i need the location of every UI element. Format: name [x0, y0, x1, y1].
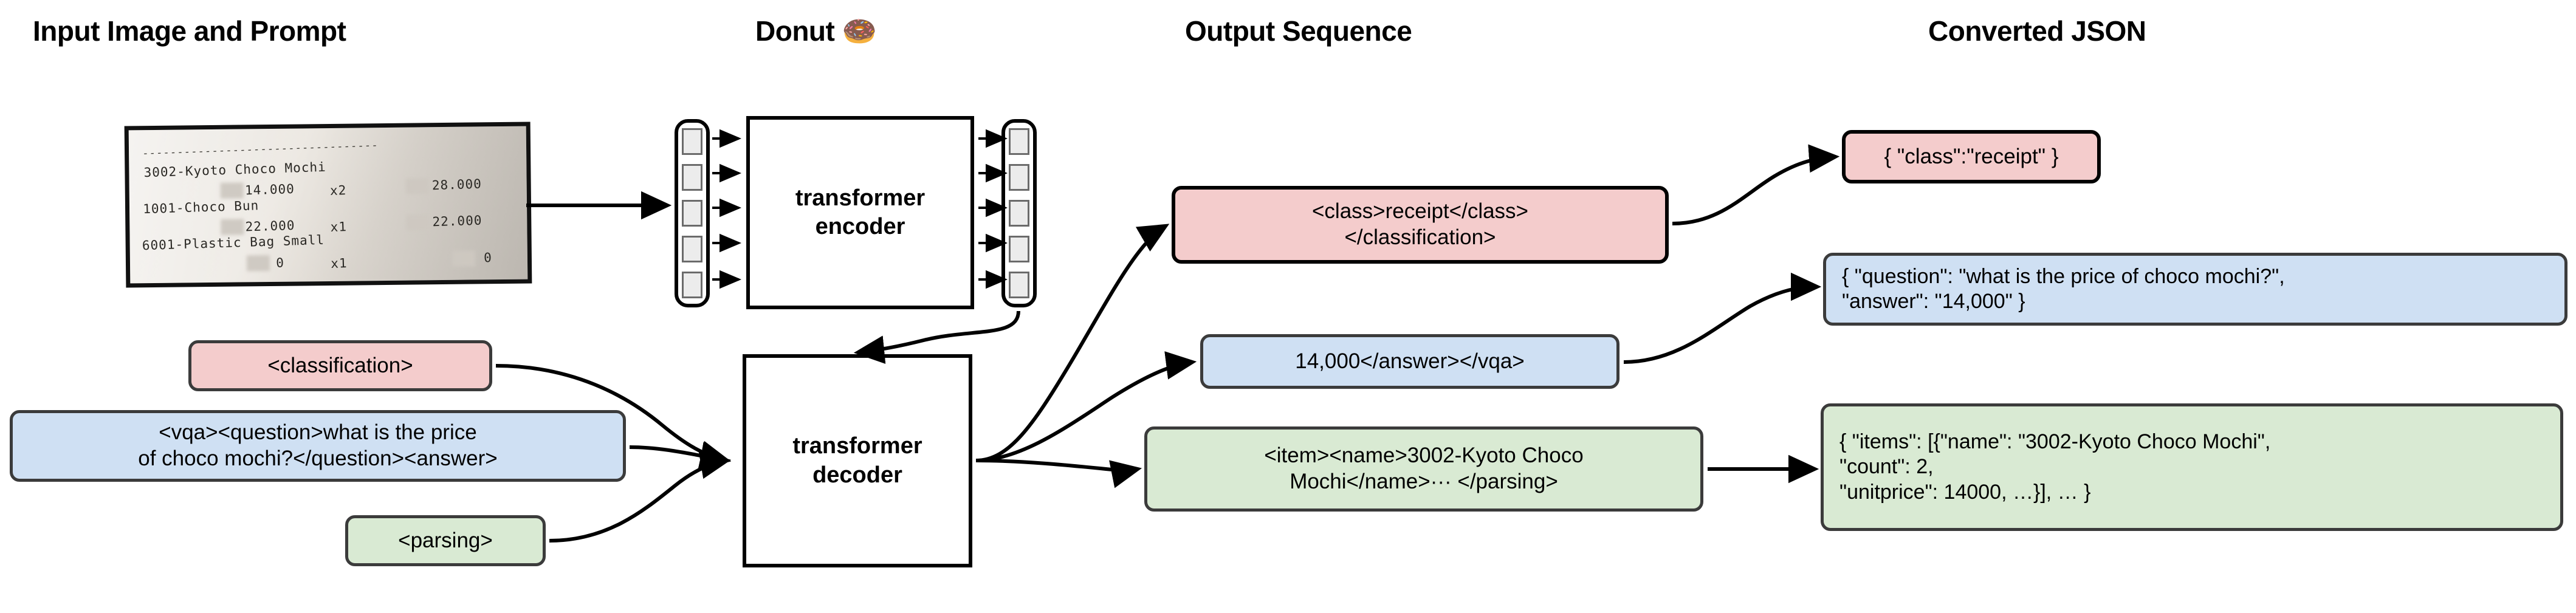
json-parsing-box[interactable]: { "items": [{"name": "3002-Kyoto Choco M… [1821, 403, 2563, 531]
receipt-line-6-price: 0 [275, 255, 285, 270]
json-parsing-text: { "items": [{"name": "3002-Kyoto Choco M… [1839, 430, 2271, 504]
transformer-decoder-block: transformer decoder [743, 354, 972, 567]
token-square [682, 128, 702, 155]
receipt-line-4-qty: x1 [330, 219, 348, 235]
receipt-redaction-3 [221, 219, 244, 235]
receipt-redaction-5 [246, 255, 270, 272]
token-square [682, 272, 702, 298]
prompt-classification-label: <classification> [267, 353, 413, 377]
encoder-input-token-strip [675, 119, 710, 307]
receipt-line-2-qty: x2 [329, 183, 347, 198]
receipt-line-2-total: 28.000 [431, 176, 483, 193]
json-vqa-text: { "question": "what is the price of choc… [1842, 264, 2285, 313]
prompt-vqa-box[interactable]: <vqa><question>what is the price of choc… [10, 410, 626, 482]
transformer-decoder-label: transformer decoder [792, 433, 922, 488]
token-square [682, 200, 702, 227]
json-vqa-box[interactable]: { "question": "what is the price of choc… [1823, 253, 2567, 326]
prompt-classification-box[interactable]: <classification> [188, 340, 492, 391]
header-output-sequence: Output Sequence [1185, 15, 1412, 47]
receipt-line-4-total: 22.000 [432, 213, 483, 230]
receipt-line-6-total: 0 [483, 250, 493, 265]
receipt-redaction-2 [405, 178, 429, 194]
header-input-image-and-prompt: Input Image and Prompt [33, 15, 346, 47]
output-vqa-text: 14,000</answer></vqa> [1295, 349, 1525, 373]
output-parsing-box[interactable]: <item><name>3002-Kyoto Choco Mochi</name… [1144, 426, 1703, 512]
arrows-tokens-to-encoder [712, 129, 741, 289]
token-square [1009, 164, 1029, 191]
token-square [682, 236, 702, 262]
receipt-redaction-6 [452, 250, 476, 267]
json-classification-text: { "class":"receipt" } [1884, 144, 2059, 168]
prompt-parsing-box[interactable]: <parsing> [345, 515, 546, 566]
transformer-encoder-block: transformer encoder [746, 116, 974, 309]
output-classification-box[interactable]: <class>receipt</class> </classification> [1172, 186, 1669, 264]
output-vqa-box[interactable]: 14,000</answer></vqa> [1200, 334, 1619, 389]
token-square [1009, 236, 1029, 262]
token-square [1009, 128, 1029, 155]
receipt-redaction-1 [220, 182, 244, 199]
header-converted-json: Converted JSON [1928, 15, 2146, 47]
output-parsing-text: <item><name>3002-Kyoto Choco Mochi</name… [1264, 443, 1584, 493]
receipt-line-4-price: 22.000 [245, 217, 295, 235]
token-square [1009, 200, 1029, 227]
output-classification-text: <class>receipt</class> </classification> [1311, 199, 1528, 249]
token-square [1009, 272, 1029, 298]
receipt-line-6-qty: x1 [330, 256, 348, 271]
json-classification-box[interactable]: { "class":"receipt" } [1842, 130, 2101, 183]
transformer-encoder-label: transformer encoder [795, 185, 926, 240]
prompt-vqa-label: <vqa><question>what is the price of choc… [138, 420, 498, 470]
receipt-redaction-4 [406, 214, 430, 231]
prompt-parsing-label: <parsing> [398, 528, 493, 552]
arrow-encoder-to-decoder [853, 310, 1020, 364]
input-receipt-image: ---------------------------------- 3002-… [124, 122, 532, 288]
token-square [682, 164, 702, 191]
header-donut: Donut 🍩 [755, 15, 877, 47]
encoder-output-token-strip [1001, 119, 1037, 307]
receipt-line-2-price: 14.000 [244, 181, 295, 198]
